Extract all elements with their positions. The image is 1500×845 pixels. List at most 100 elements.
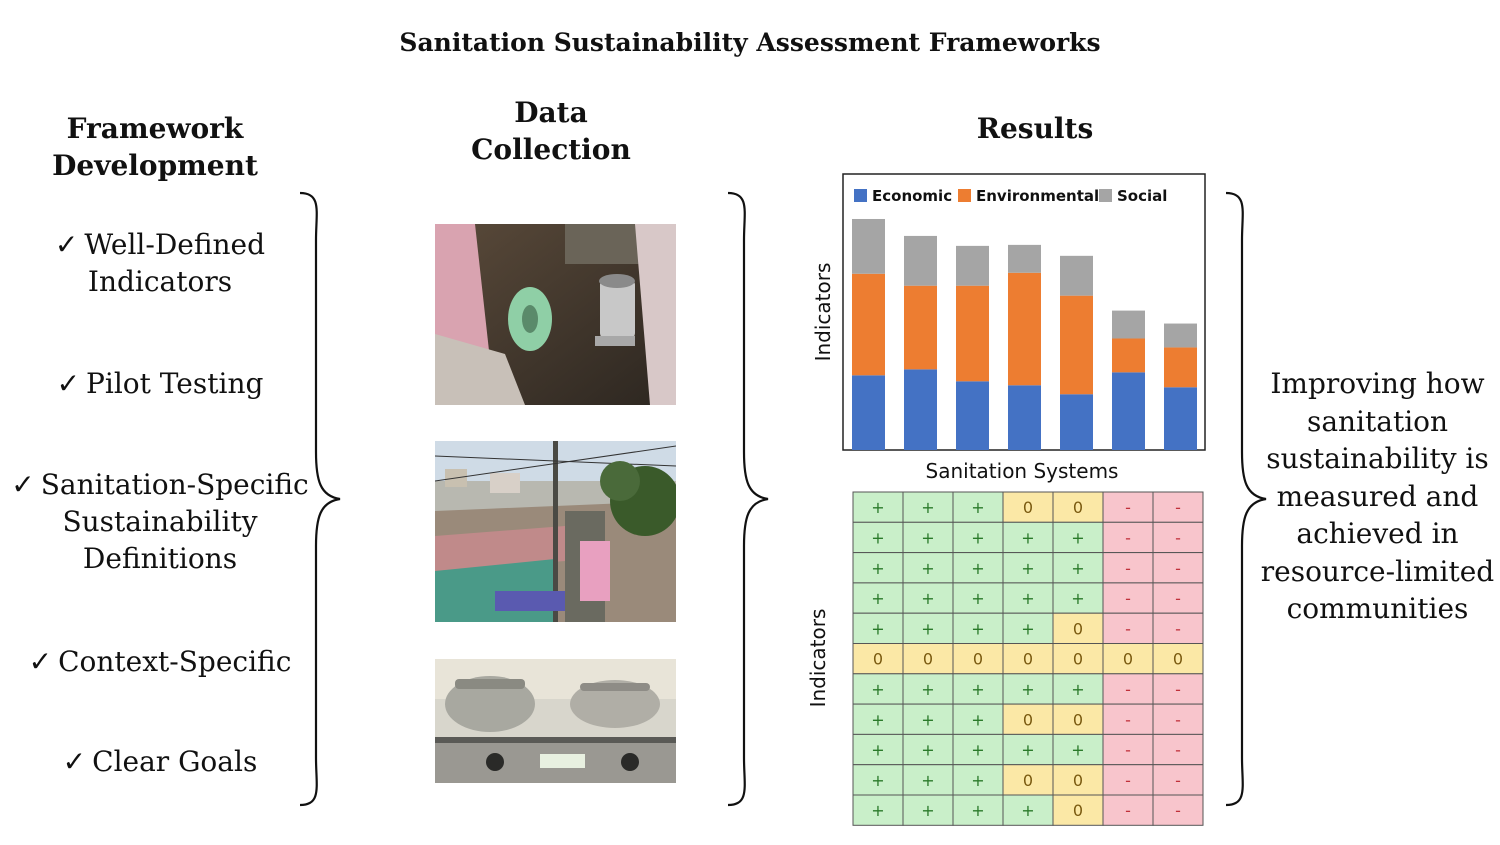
brace-right-2 [727, 191, 769, 807]
bar-social-2 [904, 235, 937, 286]
legend-label-environmental: Environmental [976, 187, 1099, 205]
matrix-cell [1152, 673, 1204, 705]
matrix-cell-value: + [1021, 559, 1034, 578]
matrix-cell [952, 794, 1004, 826]
bar-environmental-1 [852, 273, 885, 376]
framework-item-text: Clear Goals [92, 745, 258, 778]
bar-economic-1 [852, 375, 885, 450]
bar-social-7 [1164, 323, 1197, 348]
matrix-cell [1152, 794, 1204, 826]
matrix-cell-value: + [971, 559, 984, 578]
matrix-cell-value: + [921, 498, 934, 517]
bar-economic-5 [1060, 394, 1093, 450]
legend-label-economic: Economic [872, 187, 952, 205]
matrix-cell-value: - [1175, 619, 1181, 638]
matrix-cell [1152, 643, 1204, 675]
matrix-cell-value: 0 [1023, 710, 1033, 729]
bar-economic-2 [904, 369, 937, 450]
matrix-cell-value: 0 [1073, 771, 1083, 790]
matrix-cell [1152, 703, 1204, 735]
conclusion-line: sanitation [1306, 404, 1449, 438]
data-collection-heading-line2: Collection [471, 133, 631, 166]
matrix-cell-value: + [921, 710, 934, 729]
matrix-cell-value: - [1175, 801, 1181, 820]
bar-economic-6 [1112, 372, 1145, 450]
matrix-cell [852, 552, 904, 584]
framework-item-text: Well-Defined [84, 228, 266, 261]
results-heading: Results [976, 112, 1094, 145]
bar-environmental-4 [1008, 272, 1041, 386]
bar-environmental-2 [904, 285, 937, 370]
framework-item-indicators: ✓Well-Defined Indicators [5, 226, 315, 300]
matrix-cell-value: + [871, 559, 884, 578]
matrix-cell [902, 794, 954, 826]
matrix-cell [952, 733, 1004, 766]
check-icon: ✓ [54, 228, 79, 261]
legend-swatch-environmental [958, 189, 971, 202]
conclusion-line: achieved in [1296, 517, 1459, 550]
matrix-cell-value: + [871, 771, 884, 790]
matrix-cell-value: + [1021, 528, 1034, 547]
matrix-cell-value: + [921, 619, 934, 638]
bar-social-6 [1112, 310, 1145, 339]
matrix-cell [1152, 491, 1204, 523]
matrix-cell-value: + [921, 559, 934, 578]
matrix-cell [852, 521, 904, 554]
framework-item-text: Pilot Testing [86, 367, 264, 400]
matrix-cell [1052, 491, 1104, 523]
matrix-cell-value: + [1071, 559, 1084, 578]
matrix-cell-value: + [1021, 801, 1034, 820]
matrix-cell [902, 491, 954, 523]
framework-heading: Framework Development [20, 110, 290, 184]
bar-social-4 [1008, 244, 1041, 273]
matrix-cell [1152, 582, 1204, 614]
matrix-cell-value: + [971, 801, 984, 820]
matrix-cell-value: + [1071, 589, 1084, 608]
bar-economic-4 [1008, 385, 1041, 450]
matrix-cell-value: + [1071, 680, 1084, 699]
matrix-cell-value: + [971, 589, 984, 608]
matrix-cell-value: 0 [1073, 650, 1083, 669]
matrix-cell-value: + [971, 771, 984, 790]
matrix-cell-value: - [1175, 741, 1181, 760]
matrix-cell-value: 0 [1073, 710, 1083, 729]
matrix-cell-value: + [971, 710, 984, 729]
matrix-cell [1052, 643, 1104, 675]
legend-swatch-economic [854, 189, 867, 202]
matrix-cell-value: + [971, 619, 984, 638]
framework-heading-line1: Framework [66, 112, 244, 145]
matrix-cell [852, 703, 904, 735]
matrix-cell-value: + [871, 498, 884, 517]
matrix-cell-value: 0 [1073, 619, 1083, 638]
check-icon: ✓ [11, 468, 35, 501]
matrix-cell [902, 643, 954, 675]
matrix-cell [1152, 764, 1204, 796]
matrix-cell-value: + [1021, 589, 1034, 608]
matrix-cell-value: + [871, 589, 884, 608]
brace-right-1 [299, 191, 341, 807]
cooking-stove-photo [435, 659, 676, 783]
matrix-cell-value: + [921, 680, 934, 699]
framework-item-text: Definitions [82, 542, 238, 575]
check-icon: ✓ [62, 745, 87, 778]
chart-y-axis-label: Indicators [811, 263, 835, 362]
matrix-cell-value: - [1175, 680, 1181, 699]
matrix-cell [952, 491, 1004, 523]
brace-right-3 [1225, 191, 1267, 807]
framework-item-text: Sanitation-Specific [40, 468, 309, 501]
matrix-cell-value: + [971, 680, 984, 699]
matrix-cell [1052, 582, 1104, 614]
matrix-cell-value: - [1125, 589, 1131, 608]
matrix-cell [1052, 764, 1104, 796]
bar-social-1 [852, 218, 885, 274]
matrix-cell-value: + [1021, 741, 1034, 760]
framework-item-goals: ✓Clear Goals [5, 743, 315, 780]
chart-x-axis-label: Sanitation Systems [926, 459, 1119, 483]
matrix-cell-value: - [1125, 710, 1131, 729]
matrix-cell-value: - [1175, 710, 1181, 729]
matrix-cell [1002, 764, 1054, 796]
matrix-cell-value: - [1125, 741, 1131, 760]
matrix-cell [1052, 673, 1104, 705]
